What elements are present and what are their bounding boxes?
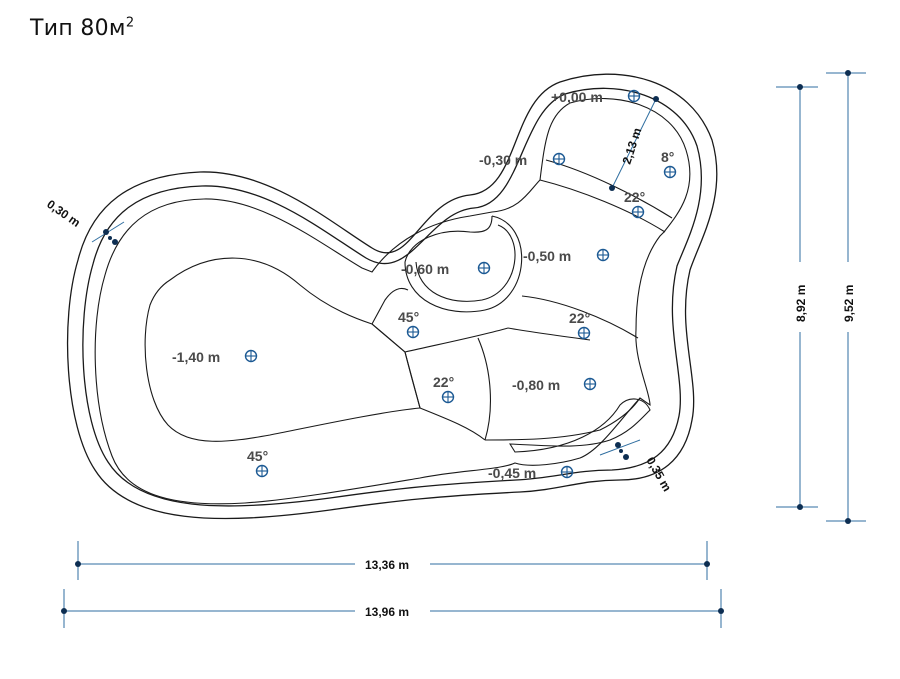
divider-upper [539, 179, 666, 233]
title-superscript: 2 [125, 15, 135, 31]
wall-label-left: 0,30 m [44, 197, 83, 230]
dimension-label-inner-length: 8,92 m [794, 285, 808, 322]
divider-seat-lower [507, 327, 591, 341]
wall-indicator-left [91, 221, 125, 245]
angle-marker-22-mid [577, 326, 591, 340]
depth-marker-0 [627, 89, 641, 103]
dimension-inner-width [75, 541, 710, 580]
divider-22-right [477, 337, 491, 441]
depth-label-060: -0,60 m [401, 261, 449, 277]
depth-label-045: -0,45 m [488, 465, 536, 481]
angle-marker-45-mid [406, 325, 420, 339]
dimension-label-inner-width: 13,36 m [365, 558, 409, 572]
divider-mid [521, 295, 639, 339]
depth-label-030: -0,30 m [479, 152, 527, 168]
depth-marker-080 [583, 377, 597, 391]
depth-marker-140 [244, 349, 258, 363]
angle-marker-22-top [631, 205, 645, 219]
depth-label-050: -0,50 m [523, 248, 571, 264]
divider-top-step [545, 159, 673, 219]
depth-label-0: +0,00 m [551, 89, 603, 105]
dimension-label-outer-width: 13,96 m [365, 605, 409, 619]
pool-inner-rim [82, 87, 702, 507]
divider-22-left [404, 351, 486, 441]
depth-label-140: -1,40 m [172, 349, 220, 365]
depth-marker-045 [560, 465, 574, 479]
lower-pocket [508, 398, 651, 453]
dimension-inner-length [776, 84, 818, 510]
angle-label-8: 8° [661, 149, 674, 165]
round-seat-outer [404, 215, 523, 313]
seat-back [404, 215, 493, 263]
basin-edge [94, 97, 691, 505]
dimension-outer-length [826, 70, 866, 524]
depth-marker-030 [552, 152, 566, 166]
title-text: Тип 80м [30, 16, 126, 41]
angle-label-22-low: 22° [433, 374, 454, 390]
divider-080 [484, 397, 641, 441]
deep-zone [144, 257, 421, 442]
angle-marker-8 [663, 165, 677, 179]
wall-label-right: 0,35 m [643, 455, 674, 494]
depth-marker-060 [477, 261, 491, 275]
angle-marker-22-low [441, 390, 455, 404]
depth-label-080: -0,80 m [512, 377, 560, 393]
depth-marker-050 [596, 248, 610, 262]
angle-label-45-mid: 45° [398, 309, 419, 325]
step-indicator [609, 96, 659, 191]
step-label: 2,13 m [620, 126, 645, 166]
diagram-title: Тип 80м2 [30, 16, 134, 41]
round-seat-inner [415, 224, 516, 302]
pool-outer-rim [66, 73, 718, 520]
dimension-outer-width [61, 589, 724, 628]
divider-45 [371, 287, 509, 353]
angle-marker-45-bot [255, 464, 269, 478]
angle-label-22-mid: 22° [569, 310, 590, 326]
angle-label-45-bot: 45° [247, 448, 268, 464]
dimension-label-outer-length: 9,52 m [842, 285, 856, 322]
wall-indicator-right [599, 439, 641, 460]
angle-label-22-top: 22° [624, 189, 645, 205]
